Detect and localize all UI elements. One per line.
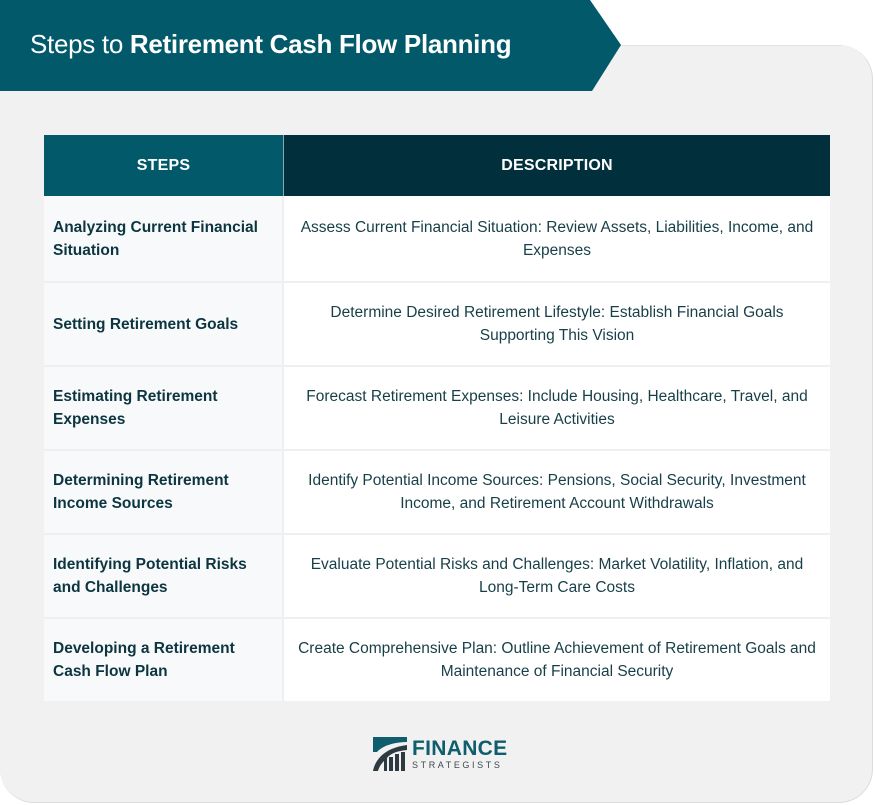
description-cell: Identify Potential Income Sources: Pensi… [284, 451, 830, 533]
page-title-emphasis: Retirement Cash Flow Planning [129, 29, 512, 59]
finance-strategists-logo: FINANCE STRATEGISTS [372, 736, 507, 772]
finance-strategists-logo-icon [373, 737, 407, 771]
column-header-description: DESCRIPTION [284, 135, 830, 196]
table-row: Identifying Potential Risks and Challeng… [44, 533, 830, 617]
step-cell: Identifying Potential Risks and Challeng… [44, 535, 284, 617]
table-body: Analyzing Current Financial Situation As… [44, 196, 830, 701]
step-cell: Analyzing Current Financial Situation [44, 196, 284, 281]
table-header: STEPS DESCRIPTION [44, 135, 830, 196]
table-row: Developing a Retirement Cash Flow Plan C… [44, 617, 830, 701]
column-header-steps: STEPS [44, 135, 284, 196]
logo-sub-text: STRATEGISTS [412, 760, 503, 770]
page-title: Steps to Retirement Cash Flow Planning [30, 29, 512, 60]
logo-main-text: FINANCE [412, 737, 508, 760]
table-row: Analyzing Current Financial Situation As… [44, 196, 830, 281]
table-row: Setting Retirement Goals Determine Desir… [44, 281, 830, 365]
table-row: Estimating Retirement Expenses Forecast … [44, 365, 830, 449]
description-cell: Assess Current Financial Situation: Revi… [284, 196, 830, 281]
description-cell: Evaluate Potential Risks and Challenges:… [284, 535, 830, 617]
description-cell: Forecast Retirement Expenses: Include Ho… [284, 367, 830, 449]
step-cell: Determining Retirement Income Sources [44, 451, 284, 533]
step-cell: Setting Retirement Goals [44, 283, 284, 365]
table-row: Determining Retirement Income Sources Id… [44, 449, 830, 533]
description-cell: Create Comprehensive Plan: Outline Achie… [284, 619, 830, 701]
logo-wordmark: FINANCE STRATEGISTS [412, 737, 508, 771]
step-cell: Estimating Retirement Expenses [44, 367, 284, 449]
description-cell: Determine Desired Retirement Lifestyle: … [284, 283, 830, 365]
steps-table: STEPS DESCRIPTION Analyzing Current Fina… [44, 135, 830, 701]
page-title-prefix: Steps to [30, 29, 130, 59]
title-banner: Steps to Retirement Cash Flow Planning [0, 0, 621, 91]
step-cell: Developing a Retirement Cash Flow Plan [44, 619, 284, 701]
